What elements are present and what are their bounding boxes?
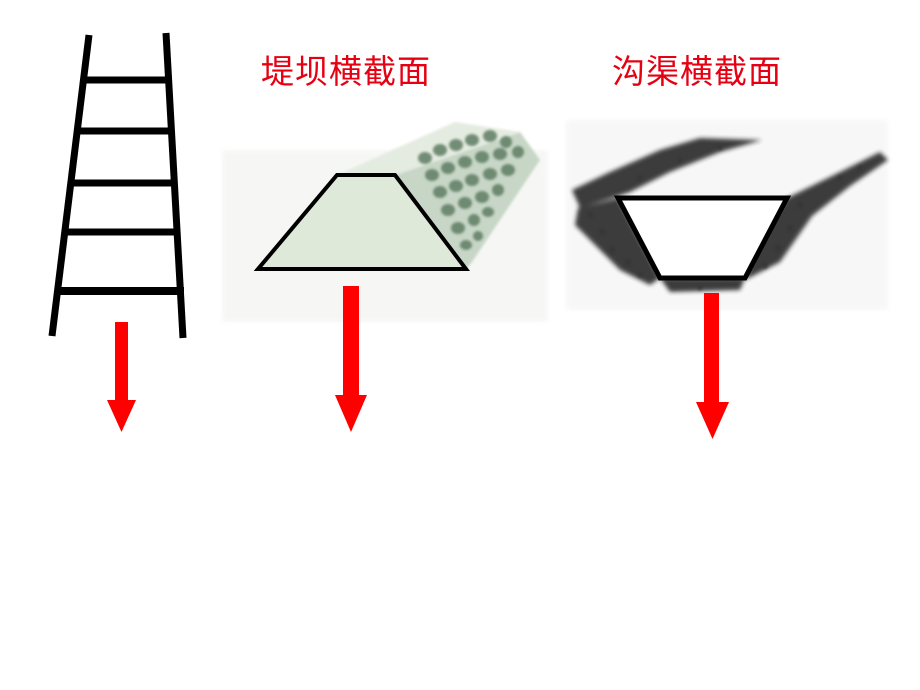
ditch-cross-section-fill xyxy=(618,198,787,278)
arrow-down-icon xyxy=(696,293,729,439)
ditch-figure xyxy=(566,120,888,310)
ladder-figure xyxy=(48,32,187,339)
dam-stone-pattern xyxy=(418,130,524,250)
ditch-cross-section-outline xyxy=(613,195,792,281)
arrow-down-icon xyxy=(335,286,367,432)
dam-figure xyxy=(222,122,548,322)
dam-cross-section-outline xyxy=(253,173,471,271)
ditch-cross-section-label: 沟渠横截面 xyxy=(612,52,782,91)
ladder-left-rail xyxy=(48,34,93,337)
dam-cross-section-label: 堤坝横截面 xyxy=(261,52,431,91)
dam-cross-section-fill xyxy=(258,175,466,269)
arrow-down-icon xyxy=(107,322,136,432)
